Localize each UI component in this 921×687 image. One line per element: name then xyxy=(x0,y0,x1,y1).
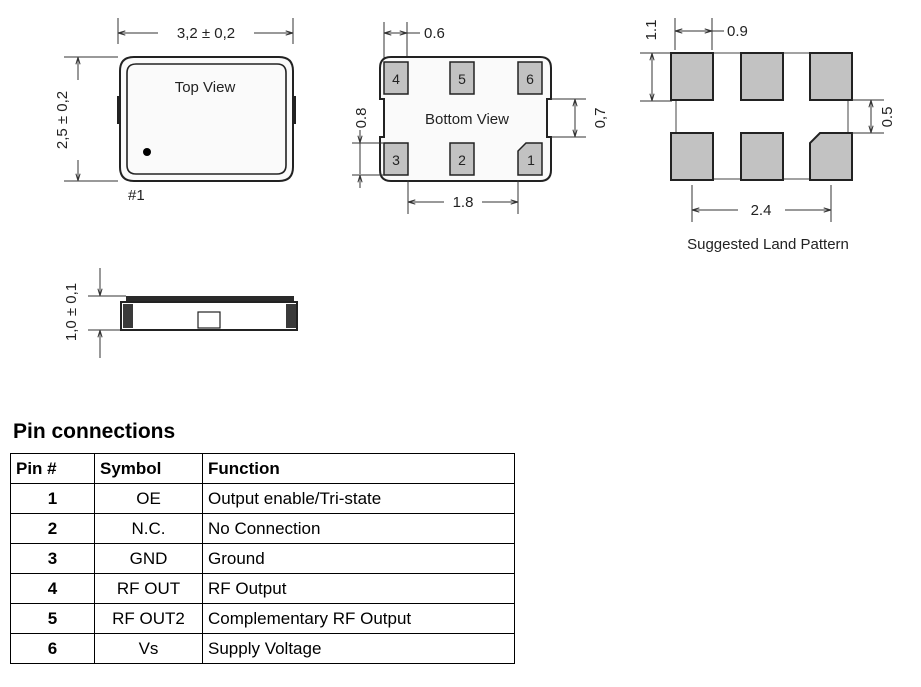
svg-text:3: 3 xyxy=(392,152,400,168)
pin-function: Output enable/Tri-state xyxy=(202,483,515,514)
bv-pad-3: 3 xyxy=(383,142,409,176)
bv-pad-2: 2 xyxy=(449,142,475,176)
top-height-dimension: 2,5 ± 0,2 xyxy=(54,91,71,149)
lp-pad xyxy=(740,52,784,101)
table-header-row: Pin # Symbol Function xyxy=(10,453,515,484)
pin-symbol: Vs xyxy=(94,633,203,664)
table-row: 6 Vs Supply Voltage xyxy=(10,633,515,664)
bv-pad-4: 4 xyxy=(383,61,409,95)
bottom-view: 0.6 4 5 6 3 2 1 Bottom View xyxy=(352,22,609,214)
lp-pad xyxy=(740,132,784,181)
svg-text:4: 4 xyxy=(392,71,400,87)
lp-pad xyxy=(670,132,714,181)
pin-connections-title: Pin connections xyxy=(13,420,176,443)
svg-text:5: 5 xyxy=(458,71,466,87)
lp-pad-width-dimension: 0.9 xyxy=(727,23,748,40)
bv-gap-dimension: 0,7 xyxy=(592,108,609,129)
pin-function: Ground xyxy=(202,543,515,574)
bottom-view-label: Bottom View xyxy=(425,111,509,128)
pin-function: Complementary RF Output xyxy=(202,603,515,634)
pin-symbol: N.C. xyxy=(94,513,203,544)
header-function: Function xyxy=(202,453,515,484)
lp-pad-height-dimension: 1.1 xyxy=(643,20,660,41)
package-drawing: 3,2 ± 0,2 2,5 ± 0,2 Top View #1 0.6 4 xyxy=(54,18,896,358)
lp-span-dimension: 2.4 xyxy=(751,202,772,219)
lp-pad xyxy=(809,132,853,181)
svg-text:2: 2 xyxy=(458,152,466,168)
table-row: 1 OE Output enable/Tri-state xyxy=(10,483,515,514)
svg-text:6: 6 xyxy=(526,71,534,87)
svg-text:1: 1 xyxy=(527,152,535,168)
pin-symbol: RF OUT xyxy=(94,573,203,604)
table-row: 4 RF OUT RF Output xyxy=(10,573,515,604)
bv-pad-5: 5 xyxy=(449,61,475,95)
bv-pad-1: 1 xyxy=(517,142,543,176)
bv-pad-height-dimension: 0.8 xyxy=(353,108,370,129)
lp-gap-dimension: 0.5 xyxy=(879,107,896,128)
land-pattern: 0.9 1.1 0.5 2.4 Suggested Land Pattern xyxy=(640,18,896,253)
pin1-marker-label: #1 xyxy=(128,187,145,204)
pin-symbol: OE xyxy=(94,483,203,514)
top-view: 3,2 ± 0,2 2,5 ± 0,2 Top View #1 xyxy=(54,18,296,204)
bv-pitch-dimension: 1.8 xyxy=(453,194,474,211)
top-view-label: Top View xyxy=(175,79,236,96)
pin-symbol: GND xyxy=(94,543,203,574)
land-pattern-label: Suggested Land Pattern xyxy=(687,236,849,253)
pin1-dot xyxy=(143,148,151,156)
table-row: 3 GND Ground xyxy=(10,543,515,574)
header-symbol: Symbol xyxy=(94,453,203,484)
table-row: 2 N.C. No Connection xyxy=(10,513,515,544)
lp-pad xyxy=(670,52,714,101)
pin-number: 4 xyxy=(10,573,95,604)
table-row: 5 RF OUT2 Complementary RF Output xyxy=(10,603,515,634)
pin-function: RF Output xyxy=(202,573,515,604)
pin-number: 6 xyxy=(10,633,95,664)
pin-number: 3 xyxy=(10,543,95,574)
bv-pad-width-dimension: 0.6 xyxy=(424,25,445,42)
top-width-dimension: 3,2 ± 0,2 xyxy=(177,25,235,42)
pin-symbol: RF OUT2 xyxy=(94,603,203,634)
header-pin: Pin # xyxy=(10,453,95,484)
bv-pad-6: 6 xyxy=(517,61,543,95)
pin-function: No Connection xyxy=(202,513,515,544)
pin-number: 5 xyxy=(10,603,95,634)
lp-pad xyxy=(809,52,853,101)
side-view: 1,0 ± 0,1 xyxy=(63,268,298,358)
pin-function: Supply Voltage xyxy=(202,633,515,664)
pin-connections-table: Pin # Symbol Function 1 OE Output enable… xyxy=(10,453,515,664)
pin-number: 1 xyxy=(10,483,95,514)
side-height-dimension: 1,0 ± 0,1 xyxy=(63,283,80,341)
pin-number: 2 xyxy=(10,513,95,544)
